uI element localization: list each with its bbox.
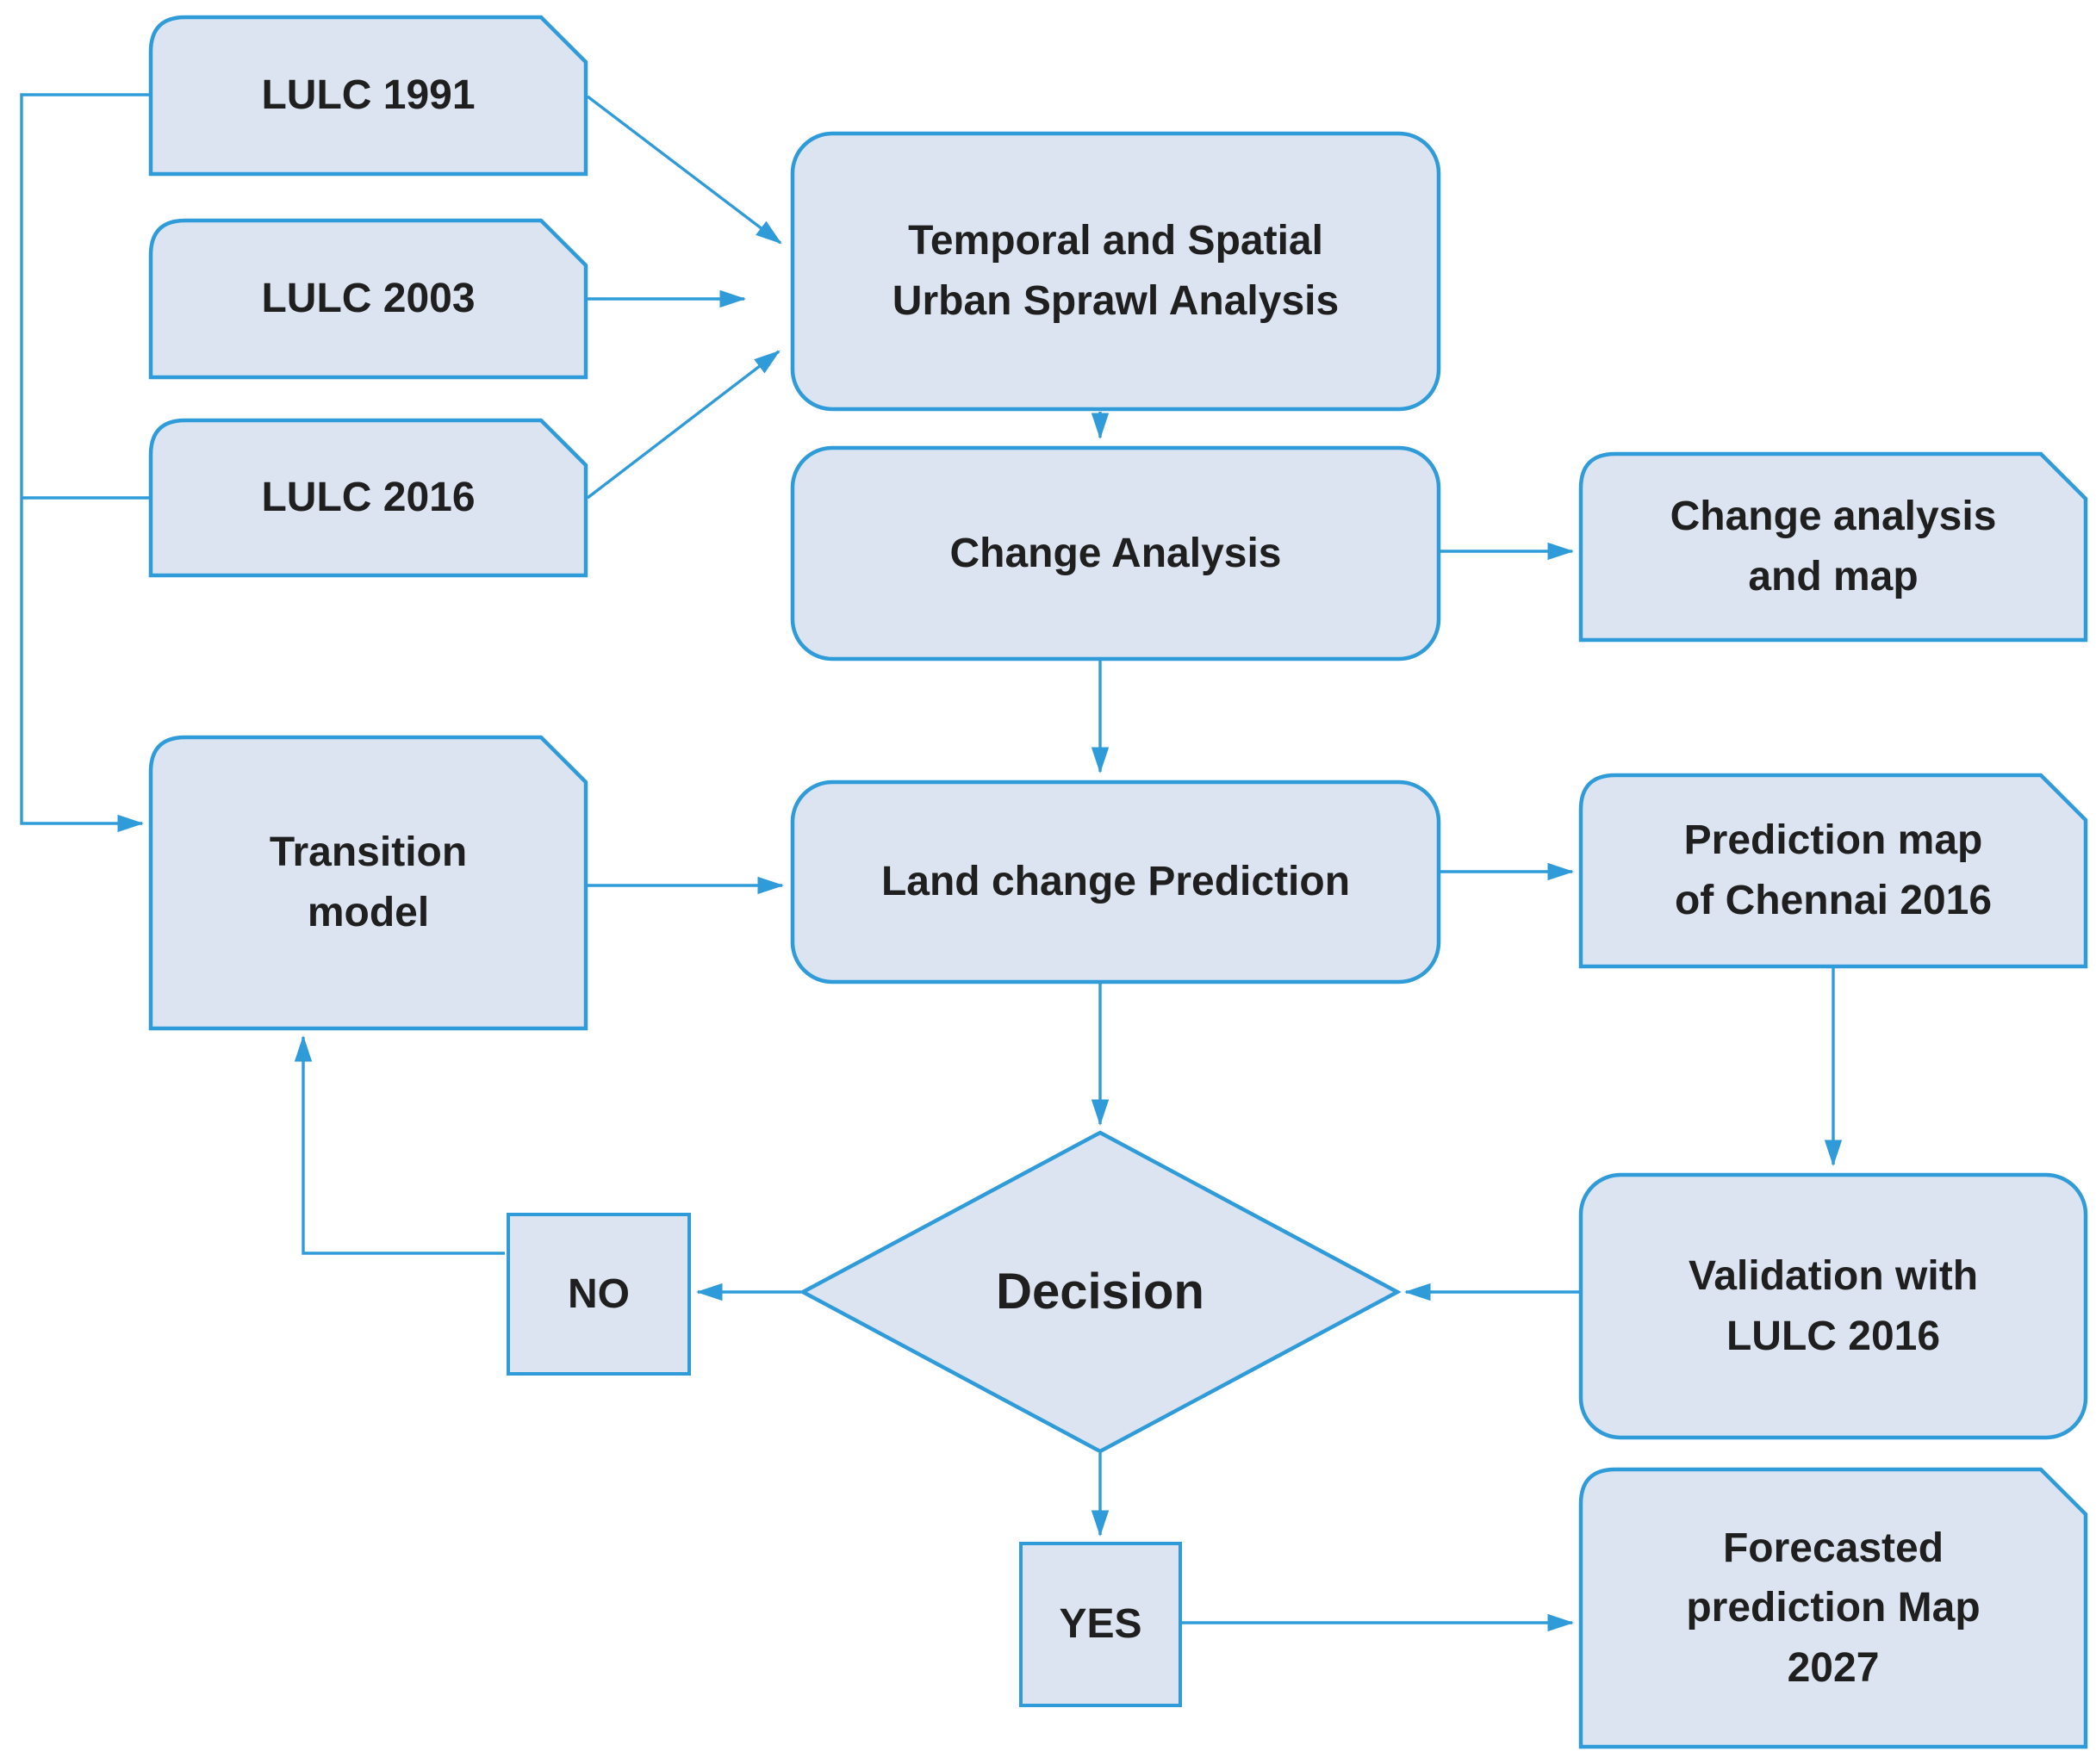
node-prediction-map-shape bbox=[1578, 773, 2088, 969]
node-change-map-shape bbox=[1578, 451, 2088, 643]
node-yes-shape bbox=[1019, 1542, 1182, 1707]
node-change-analysis-shape bbox=[790, 445, 1441, 662]
node-decision-shape bbox=[799, 1130, 1402, 1454]
node-validation-shape bbox=[1578, 1172, 2088, 1440]
node-land-change-prediction-shape bbox=[790, 780, 1441, 984]
node-forecasted-map-shape bbox=[1578, 1467, 2088, 1749]
arrow-no-to-transition-model bbox=[294, 1034, 505, 1255]
node-lulc-2003-shape bbox=[148, 218, 588, 380]
connector-lulc-trunk-to-transition-model bbox=[20, 93, 153, 833]
node-transition-model-shape bbox=[148, 735, 588, 1031]
arrow-lulc-1991-to-sprawl-analysis bbox=[586, 95, 782, 245]
arrow-lulc-2016-to-sprawl-analysis bbox=[586, 350, 781, 500]
node-no-shape bbox=[507, 1213, 691, 1376]
node-lulc-1991-shape bbox=[148, 15, 588, 177]
node-sprawl-analysis-shape bbox=[790, 131, 1441, 412]
node-lulc-2016-shape bbox=[148, 418, 588, 578]
